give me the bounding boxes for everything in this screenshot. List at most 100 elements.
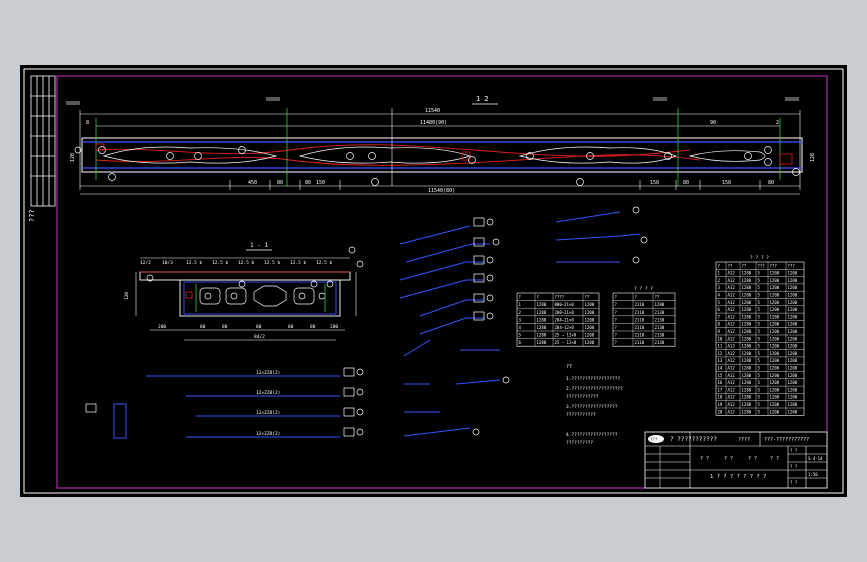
table-2-title: ? ? ? ?: [634, 286, 653, 292]
table-3-cell: 1280: [742, 329, 752, 334]
title-block: ??? ? ??????????? ???? ???-??????????? ?…: [644, 431, 828, 489]
table-1-cell: 1280: [537, 310, 547, 315]
elev-dim-top-overall: 11540: [425, 108, 440, 114]
table-3-cell: 1200: [788, 344, 798, 349]
elevation-section-mark: 1 2: [476, 95, 489, 103]
table-3-cell: A12: [728, 278, 736, 283]
table-1-cell: 1280: [537, 333, 547, 338]
elev-dim-bottom-left-3: 150: [316, 180, 325, 186]
table-3-cell: 1280: [742, 380, 752, 385]
table-3-cell: 2: [718, 278, 721, 283]
table-3-cell: 5: [758, 387, 761, 392]
xs-dim-top-2: 12.5 b: [186, 260, 203, 266]
table-3-cell: 1200: [788, 293, 798, 298]
table-1-cell: 6: [519, 340, 522, 345]
table-3-cell: 1200: [788, 380, 798, 385]
table-2-cell: 2110: [635, 325, 645, 330]
table-3-cell: A12: [728, 387, 736, 392]
table-3-cell: 17: [718, 387, 723, 392]
elev-dim-bottom-right-2: 150: [722, 180, 731, 186]
elev-dim-bottom-left-0: 450: [248, 180, 257, 186]
table-3-cell: 1280: [742, 278, 752, 283]
title-name-2: ? ?: [748, 456, 757, 462]
table-3-cell: 5: [758, 380, 761, 385]
table-2-cell: 2110: [635, 310, 645, 315]
xs-total-width: 84/2: [254, 334, 265, 340]
table-3-cell: 5: [758, 366, 761, 371]
rebar-label-0: 12×ZZ8(2): [256, 370, 280, 376]
rebar-details: 12×ZZ8(2) 12×ZZ8(2) 12×ZZ8(2) 12×ZZ8(2): [85, 367, 364, 439]
title-drawing-title: 1 ? ? ? ? ? ? ? ?: [710, 474, 766, 480]
xs-dim-top-0: 12/2: [140, 260, 151, 266]
table-1-border: [516, 292, 600, 347]
table-3-cell: 1280: [742, 271, 752, 276]
elev-dim-bottom-right-3: 80: [768, 180, 774, 186]
table-1-cell: 4: [519, 325, 522, 330]
title-right-field-3: 1:50: [808, 472, 818, 477]
xs-dim-bottom-4: 80: [288, 324, 294, 330]
table-2-header-cell: ??: [655, 295, 660, 300]
table-2-cell: ?: [615, 310, 618, 315]
table-3-header-cell: ??: [728, 263, 733, 268]
table-2-cell: 1280: [655, 302, 665, 307]
table-3-cell: 12: [718, 351, 723, 356]
table-3-cell: 5: [758, 285, 761, 290]
bent-bars: [399, 211, 641, 437]
table-1-cell: 1280: [537, 340, 547, 345]
table-3-cell: 1200: [770, 271, 780, 276]
table-3-cell: 9: [718, 329, 721, 334]
table-2-cell: 2130: [655, 340, 665, 345]
table-2-cell: 2110: [635, 333, 645, 338]
table-3-cell: 1200: [770, 366, 780, 371]
cross-section-title: 1 - 1: [250, 242, 268, 249]
table-3-header-cell: ??: [742, 263, 747, 268]
table-2-cell: 2110: [635, 317, 645, 322]
table-3-cell: 5: [758, 293, 761, 298]
table-2-cell: ?: [615, 333, 618, 338]
table-3-cell: 1280: [742, 293, 752, 298]
table-3-cell: 1200: [788, 271, 798, 276]
xs-dim-bottom-1: 80: [200, 324, 206, 330]
table-3-title: ? ? ? ?: [750, 255, 769, 261]
notes-line-5: 4.?????????????????: [566, 432, 618, 438]
table-3-cell: 1200: [788, 314, 798, 319]
table-3-cell: A12: [728, 351, 736, 356]
table-3-cell: 5: [758, 322, 761, 327]
table-3-cell: 5: [758, 329, 761, 334]
table-1-header-cell: ?: [537, 295, 540, 300]
title-project: ? ???????????: [670, 436, 717, 443]
table-3-cell: 1200: [788, 285, 798, 290]
table-3-cell: 1280: [742, 285, 752, 290]
table-3-cell: 1280: [742, 373, 752, 378]
table-3-cell: 5: [758, 300, 761, 305]
elev-dim-right-end: 2: [776, 120, 779, 126]
table-3-cell: 7: [718, 314, 721, 319]
table-3-cell: 8: [718, 322, 721, 327]
table-3-cell: 5: [758, 409, 761, 414]
table-2-cell: 2110: [635, 302, 645, 307]
table-3-cell: 1200: [770, 380, 780, 385]
table-3-cell: A12: [728, 307, 736, 312]
table-3-cell: 1200: [770, 387, 780, 392]
table-2-cell: 2110: [635, 340, 645, 345]
table-3-cell: 4: [718, 293, 721, 298]
table-3-cell: 1200: [770, 402, 780, 407]
table-3-cell: 1: [718, 271, 721, 276]
inner-frame: [56, 75, 828, 489]
drawing-sheet: [20, 65, 847, 497]
xs-dim-bottom-2: 80: [222, 324, 228, 330]
table-3-cell: 1200: [788, 351, 798, 356]
table-3-cell: A12: [728, 300, 736, 305]
elev-right-height: 120: [810, 153, 816, 162]
table-3-cell: A12: [728, 322, 736, 327]
table-1-cell: 1200: [585, 317, 595, 322]
table-2-cell: ?: [615, 325, 618, 330]
table-3-cell: 1200: [788, 336, 798, 341]
table-3-cell: 5: [758, 373, 761, 378]
table-3-cell: 5: [758, 344, 761, 349]
title-right-field-0: ? ?: [790, 448, 798, 453]
table-3-cell: 3: [718, 285, 721, 290]
table-3-cell: 1200: [770, 293, 780, 298]
notes-line-1: 2.???????????????????: [566, 386, 623, 392]
elev-dim-top-right: 90: [710, 120, 716, 126]
